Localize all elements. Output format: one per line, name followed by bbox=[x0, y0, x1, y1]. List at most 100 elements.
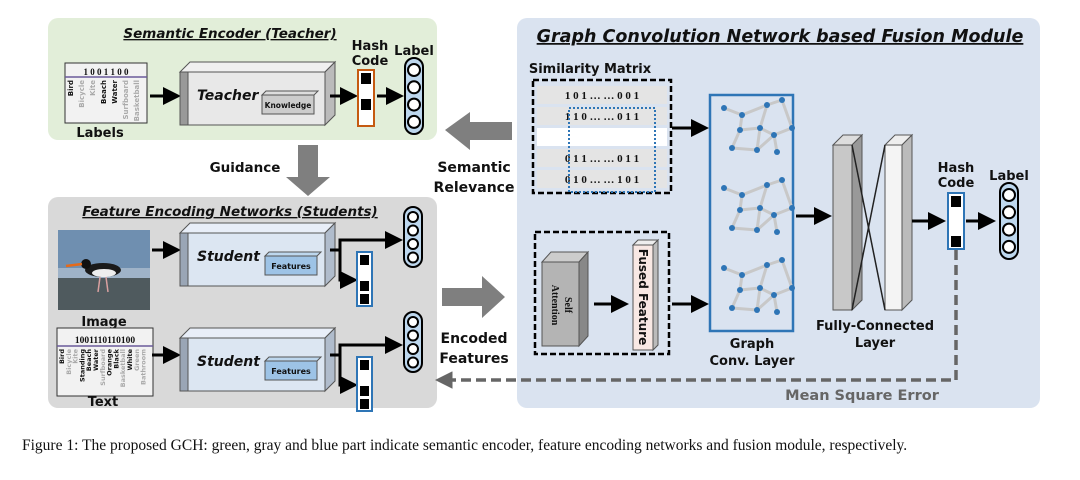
label-word: Surfboard bbox=[122, 80, 130, 120]
graph-node bbox=[757, 285, 763, 291]
student-label-vector bbox=[403, 206, 423, 268]
fully-connected-layer bbox=[831, 133, 914, 312]
label-bits: 1 0 0 1 1 0 0 bbox=[84, 67, 130, 77]
label-word: Orange bbox=[106, 348, 114, 375]
semantic-encoder-title: Semantic Encoder (Teacher) bbox=[123, 26, 336, 42]
self-attention-block bbox=[540, 250, 590, 348]
features-label: Features bbox=[271, 262, 311, 271]
knowledge-label: Knowledge bbox=[265, 101, 312, 110]
label-word: Standing bbox=[78, 349, 86, 382]
label-word: Beach bbox=[85, 349, 93, 372]
encoded-features-label-2: Features bbox=[439, 351, 508, 367]
text-vector-box bbox=[56, 327, 154, 397]
graph-node bbox=[774, 149, 780, 155]
graph-node bbox=[737, 287, 743, 293]
matrix-row bbox=[537, 86, 667, 104]
features-block bbox=[264, 360, 318, 381]
figure-caption: Figure 1: The proposed GCH: green, gray … bbox=[22, 437, 908, 454]
graph-node bbox=[754, 147, 760, 153]
label-word: Black bbox=[112, 348, 120, 368]
fusion-label-vector bbox=[999, 182, 1019, 260]
teacher-hash-code bbox=[357, 69, 375, 127]
image-caption: Image bbox=[81, 315, 126, 330]
guidance-label: Guidance bbox=[210, 160, 281, 176]
student-hash-code-image bbox=[356, 251, 373, 307]
labels-caption: Labels bbox=[76, 126, 124, 141]
label-word: Beach bbox=[100, 80, 108, 104]
graph-node bbox=[774, 309, 780, 315]
fusion-label-title: Label bbox=[989, 169, 1029, 184]
matrix-row-text: 0 1 0 … … 1 0 1 bbox=[565, 174, 639, 186]
semantic-relevance-label-1: Semantic bbox=[437, 160, 510, 176]
bird-image bbox=[58, 230, 150, 310]
student-label-vector bbox=[403, 311, 423, 373]
label-node bbox=[1002, 205, 1016, 220]
student-hash-code-text bbox=[356, 356, 373, 412]
features-block bbox=[264, 255, 318, 276]
graph-node bbox=[754, 227, 760, 233]
label-word: Kite bbox=[89, 80, 97, 96]
fusion-dashed-box bbox=[533, 230, 671, 356]
graph-node bbox=[764, 182, 770, 188]
similarity-matrix bbox=[531, 78, 673, 195]
fused-feature-label: Fused Feature bbox=[636, 249, 650, 345]
label-word: Bicycle bbox=[78, 80, 86, 108]
graph-node bbox=[779, 177, 785, 183]
attention-label: Attention bbox=[549, 285, 560, 326]
guidance-arrow bbox=[286, 145, 330, 196]
label-node bbox=[407, 80, 421, 95]
students-title: Feature Encoding Networks (Students) bbox=[82, 204, 377, 220]
graph-node bbox=[764, 102, 770, 108]
features-label: Features bbox=[271, 367, 311, 376]
label-node bbox=[1002, 222, 1016, 237]
fusion-title: Graph Convolution Network based Fusion M… bbox=[537, 27, 1024, 47]
graph-node bbox=[771, 212, 777, 218]
graph-conv-label-2: Conv. Layer bbox=[710, 354, 796, 369]
similarity-matrix-title: Similarity Matrix bbox=[529, 62, 652, 77]
graph-node bbox=[737, 207, 743, 213]
teacher-label-title: Label bbox=[394, 44, 434, 59]
graph-node bbox=[757, 205, 763, 211]
label-word: Basketball bbox=[133, 80, 141, 121]
student-block-image bbox=[178, 221, 337, 288]
teacher-label: Teacher bbox=[197, 88, 259, 104]
fused-feature-block bbox=[631, 238, 660, 352]
graph-cluster bbox=[721, 177, 795, 235]
fc-label-2: Layer bbox=[855, 336, 896, 351]
graph-node bbox=[779, 257, 785, 263]
label-node bbox=[407, 114, 421, 129]
graph-node bbox=[757, 125, 763, 131]
graph-node bbox=[729, 305, 735, 311]
graph-node bbox=[789, 125, 795, 131]
mse-feedback-arrow bbox=[435, 250, 958, 389]
graph-conv-layer bbox=[708, 93, 795, 333]
student-label: Student bbox=[197, 354, 261, 370]
label-node bbox=[407, 63, 421, 77]
graph-node bbox=[779, 97, 785, 103]
fusion-hash-code bbox=[947, 192, 965, 250]
label-word: Basketball bbox=[119, 349, 127, 387]
teacher-label-vector bbox=[404, 57, 424, 135]
graph-node bbox=[774, 229, 780, 235]
graph-node bbox=[754, 307, 760, 313]
semantic-relevance-label-2: Relevance bbox=[434, 180, 515, 196]
matrix-row bbox=[537, 128, 667, 146]
label-word: Water bbox=[92, 348, 100, 371]
graph-conv-label-1: Graph bbox=[730, 337, 774, 352]
self-label: Self bbox=[562, 297, 573, 314]
matrix-selection bbox=[568, 107, 656, 193]
graph-cluster bbox=[721, 97, 795, 155]
mse-label: Mean Square Error bbox=[785, 388, 940, 404]
graph-node bbox=[771, 292, 777, 298]
labels-vector-box bbox=[64, 62, 148, 124]
label-word: Green bbox=[133, 349, 141, 371]
fusion-code-label: Code bbox=[938, 176, 975, 191]
graph-node bbox=[729, 225, 735, 231]
graph-node bbox=[721, 105, 727, 111]
student-label: Student bbox=[197, 249, 261, 265]
graph-node bbox=[739, 192, 745, 198]
graph-node bbox=[771, 132, 777, 138]
fusion-hash-label: Hash bbox=[938, 161, 975, 176]
label-word: Bird bbox=[58, 349, 66, 364]
